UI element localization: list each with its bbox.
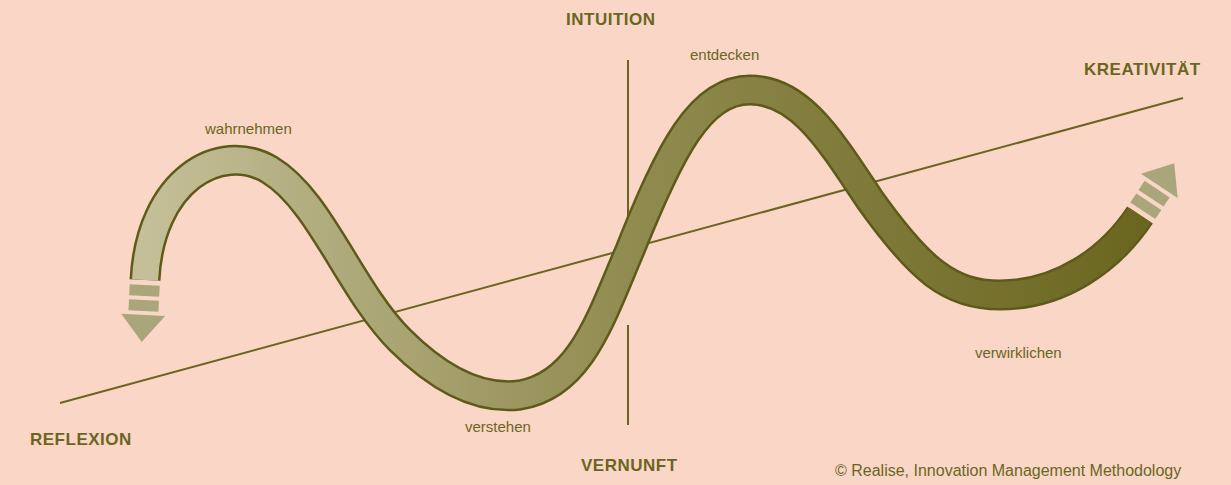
arrow-head-left [120,284,167,343]
axis-label: KREATIVITÄT [1084,60,1201,80]
axis-label: INTUITION [566,10,656,30]
phase-label: entdecken [690,46,759,64]
vernunft-axis [627,325,629,425]
ribbon [145,90,1140,396]
ribbon-shadow [145,90,1140,396]
arrow-head-right [1124,151,1192,223]
axis-label: VERNUNFT [581,456,678,476]
phase-label: wahrnehmen [205,120,292,138]
phase-label: verstehen [465,418,531,436]
axis-label: REFLEXION [30,430,132,450]
copyright-note: © Realise, Innovation Management Methodo… [835,461,1181,480]
phase-label: verwirklichen [975,344,1062,362]
